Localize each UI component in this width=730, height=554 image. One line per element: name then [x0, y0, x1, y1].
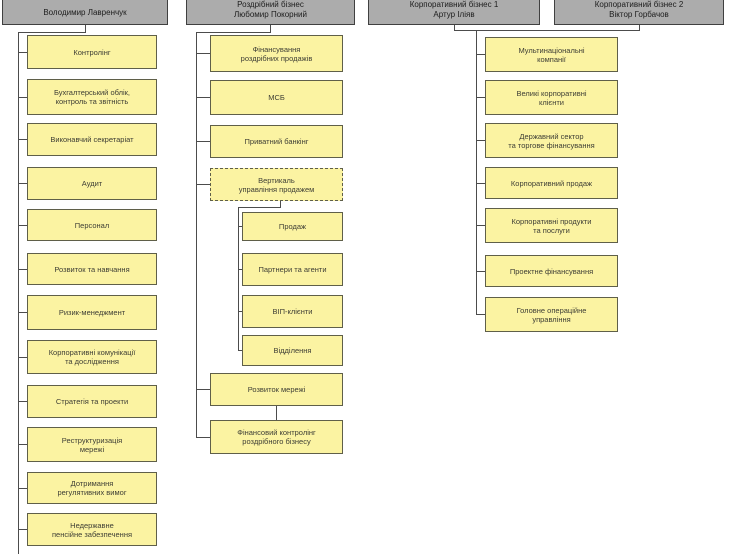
org-node: Аудит: [27, 167, 157, 200]
connector-line: [85, 25, 86, 33]
org-node: Державний сектор та торгове фінансування: [485, 123, 618, 158]
connector-line: [454, 25, 455, 31]
connector-line: [18, 139, 27, 140]
org-node: Фінансування роздрібних продажів: [210, 35, 343, 72]
connector-line: [270, 25, 271, 33]
connector-line: [18, 529, 27, 530]
org-node: Корпоративний продаж: [485, 167, 618, 199]
connector-line: [276, 406, 277, 420]
org-node: Дотримання регулятивних вимог: [27, 472, 157, 504]
connector-line: [18, 269, 27, 270]
connector-line: [196, 437, 210, 438]
org-node: Персонал: [27, 209, 157, 241]
connector-line: [18, 32, 86, 33]
org-node: Розвиток та навчання: [27, 253, 157, 285]
org-node: МСБ: [210, 80, 343, 115]
org-node: Головне операційне управління: [485, 297, 618, 332]
connector-line: [280, 201, 281, 207]
connector-line: [476, 140, 485, 141]
connector-line: [18, 52, 27, 53]
org-node: Бухгалтерський облік, контроль та звітні…: [27, 79, 157, 115]
connector-line: [476, 183, 485, 184]
org-header-name: Артур Іліяв: [433, 9, 475, 19]
connector-line: [196, 184, 210, 185]
connector-line: [196, 32, 197, 437]
connector-line: [18, 183, 27, 184]
org-header-corp2: Корпоративний бізнес 2 Віктор Горбачов: [554, 0, 724, 25]
connector-line: [476, 271, 485, 272]
connector-line: [639, 25, 640, 31]
org-node: Стратегія та проекти: [27, 385, 157, 418]
connector-line: [196, 32, 271, 33]
org-node: Ризик-менеджмент: [27, 295, 157, 330]
connector-line: [238, 350, 242, 351]
connector-line: [18, 97, 27, 98]
connector-line: [454, 30, 640, 31]
org-node: Мультинаціональні компанії: [485, 37, 618, 72]
org-header-title: Роздрібний бізнес: [237, 0, 304, 9]
connector-line: [238, 311, 242, 312]
org-node: Реструктуризація мережі: [27, 427, 157, 462]
connector-line: [476, 225, 485, 226]
connector-line: [18, 401, 27, 402]
org-header-name: Любомир Покорний: [234, 9, 307, 19]
org-node: Недержавне пенсійне забезпечення: [27, 513, 157, 546]
connector-line: [476, 97, 485, 98]
org-node-sales-vertical: Вертикаль управління продажем: [210, 168, 343, 201]
connector-line: [476, 314, 485, 315]
org-header-corp1: Корпоративний бізнес 1 Артур Іліяв: [368, 0, 540, 25]
org-node: Великі корпоративні клієнти: [485, 80, 618, 115]
connector-line: [196, 97, 210, 98]
org-node: Відділення: [242, 335, 343, 366]
connector-line: [18, 488, 27, 489]
connector-line: [18, 312, 27, 313]
org-node: Продаж: [242, 212, 343, 241]
org-header-title: Корпоративний бізнес 1: [409, 0, 499, 9]
connector-line: [18, 444, 27, 445]
connector-line: [196, 389, 210, 390]
connector-line: [196, 141, 210, 142]
connector-line: [238, 207, 281, 208]
org-header-ceo: Володимир Лавренчук: [2, 0, 168, 25]
connector-line: [18, 357, 27, 358]
connector-line: [238, 226, 242, 227]
org-node: Проектне фінансування: [485, 255, 618, 287]
connector-line: [476, 54, 485, 55]
org-header-name: Віктор Горбачов: [609, 9, 669, 19]
connector-line: [238, 207, 239, 350]
org-header-title: Корпоративний бізнес 2: [594, 0, 684, 9]
org-node: Корпоративні продукти та послуги: [485, 208, 618, 243]
org-node: Приватний банкінг: [210, 125, 343, 158]
connector-line: [18, 32, 19, 554]
org-node: Розвиток мережі: [210, 373, 343, 406]
org-header-retail: Роздрібний бізнес Любомир Покорний: [186, 0, 355, 25]
org-node: ВІП-клієнти: [242, 295, 343, 328]
connector-line: [238, 269, 242, 270]
connector-line: [18, 225, 27, 226]
org-header-name: Володимир Лавренчук: [43, 7, 127, 17]
org-node: Фінансовий контролінг роздрібного бізнес…: [210, 420, 343, 454]
connector-line: [476, 30, 477, 314]
org-node: Корпоративні комунікації та дослідження: [27, 340, 157, 374]
org-node: Контролінг: [27, 35, 157, 69]
org-node: Виконавчий секретаріат: [27, 123, 157, 156]
org-node: Партнери та агенти: [242, 253, 343, 286]
connector-line: [196, 53, 210, 54]
